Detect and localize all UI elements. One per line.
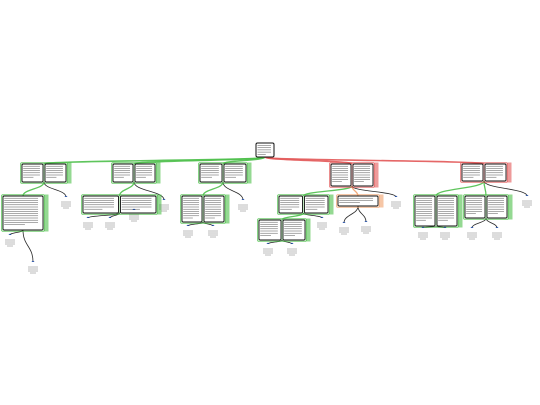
pro-group-tab: [247, 162, 252, 184]
quote-icon: [320, 216, 324, 218]
connector-g3n3: [222, 181, 244, 201]
premise-box[interactable]: [82, 195, 119, 214]
quote-icon: [8, 233, 12, 235]
quote-icon: [266, 242, 270, 244]
pro-group-tab: [329, 194, 334, 215]
quote-icon: [364, 220, 368, 222]
quote-icon: [525, 194, 529, 196]
quote-icon: [290, 242, 294, 244]
premise-box[interactable]: [414, 195, 436, 227]
connector-g5n5: [483, 180, 528, 197]
quote-icon: [443, 226, 447, 228]
connector-g2a: [118, 181, 135, 197]
con-group-tab: [507, 162, 512, 183]
quote-icon: [162, 198, 166, 200]
premise-box[interactable]: [2, 195, 44, 231]
pro-group-tab: [306, 218, 311, 242]
connector-g1a: [22, 181, 45, 197]
connector-g4b: [281, 212, 305, 221]
quote-icon: [108, 216, 112, 218]
connector-g2n4: [133, 181, 165, 201]
pro-group-tab: [508, 194, 513, 220]
neutral-group-tab: [379, 194, 384, 208]
quote-icon: [186, 224, 190, 226]
quote-icon: [241, 198, 245, 200]
quote-icon: [394, 195, 398, 197]
connector-g1n2: [22, 229, 34, 263]
pro-group-tab: [458, 194, 463, 228]
premise-box[interactable]: [436, 195, 458, 227]
premise-box[interactable]: [258, 219, 282, 241]
premise-box[interactable]: [282, 219, 306, 241]
quote-icon: [495, 226, 499, 228]
quote-icon: [64, 195, 68, 197]
quote-icon: [31, 260, 35, 262]
premise-box[interactable]: [337, 195, 379, 207]
connector-g3a: [202, 181, 224, 197]
connector-g5n3: [471, 217, 487, 229]
quote-icon: [342, 221, 346, 223]
connector-g5a: [435, 180, 485, 197]
premise-box[interactable]: [278, 195, 303, 214]
connector-layer: [9, 156, 528, 263]
pro-group-tab: [44, 194, 49, 232]
premise-box[interactable]: [120, 195, 157, 214]
premise-box[interactable]: [461, 163, 484, 182]
quote-icon: [86, 216, 90, 218]
connector-g4n5: [357, 205, 367, 223]
connector-g4n4: [343, 205, 359, 224]
quote-icon: [211, 224, 215, 226]
premise-box[interactable]: [484, 163, 507, 182]
connector-g2: [133, 156, 266, 165]
pro-group-tab: [156, 162, 161, 184]
quote-icon: [470, 226, 474, 228]
premise-box[interactable]: [304, 195, 329, 214]
quote-icon: [421, 226, 425, 228]
pro-group-tab: [67, 162, 72, 184]
connector-g3: [222, 156, 266, 165]
con-group-tab: [374, 162, 379, 188]
pro-group-tab: [225, 194, 230, 224]
connector-g5: [264, 156, 485, 165]
pro-group-tab: [157, 194, 162, 215]
quote-icon: [132, 208, 136, 210]
node-layer: [1, 142, 532, 274]
connector-g4a: [302, 185, 353, 197]
